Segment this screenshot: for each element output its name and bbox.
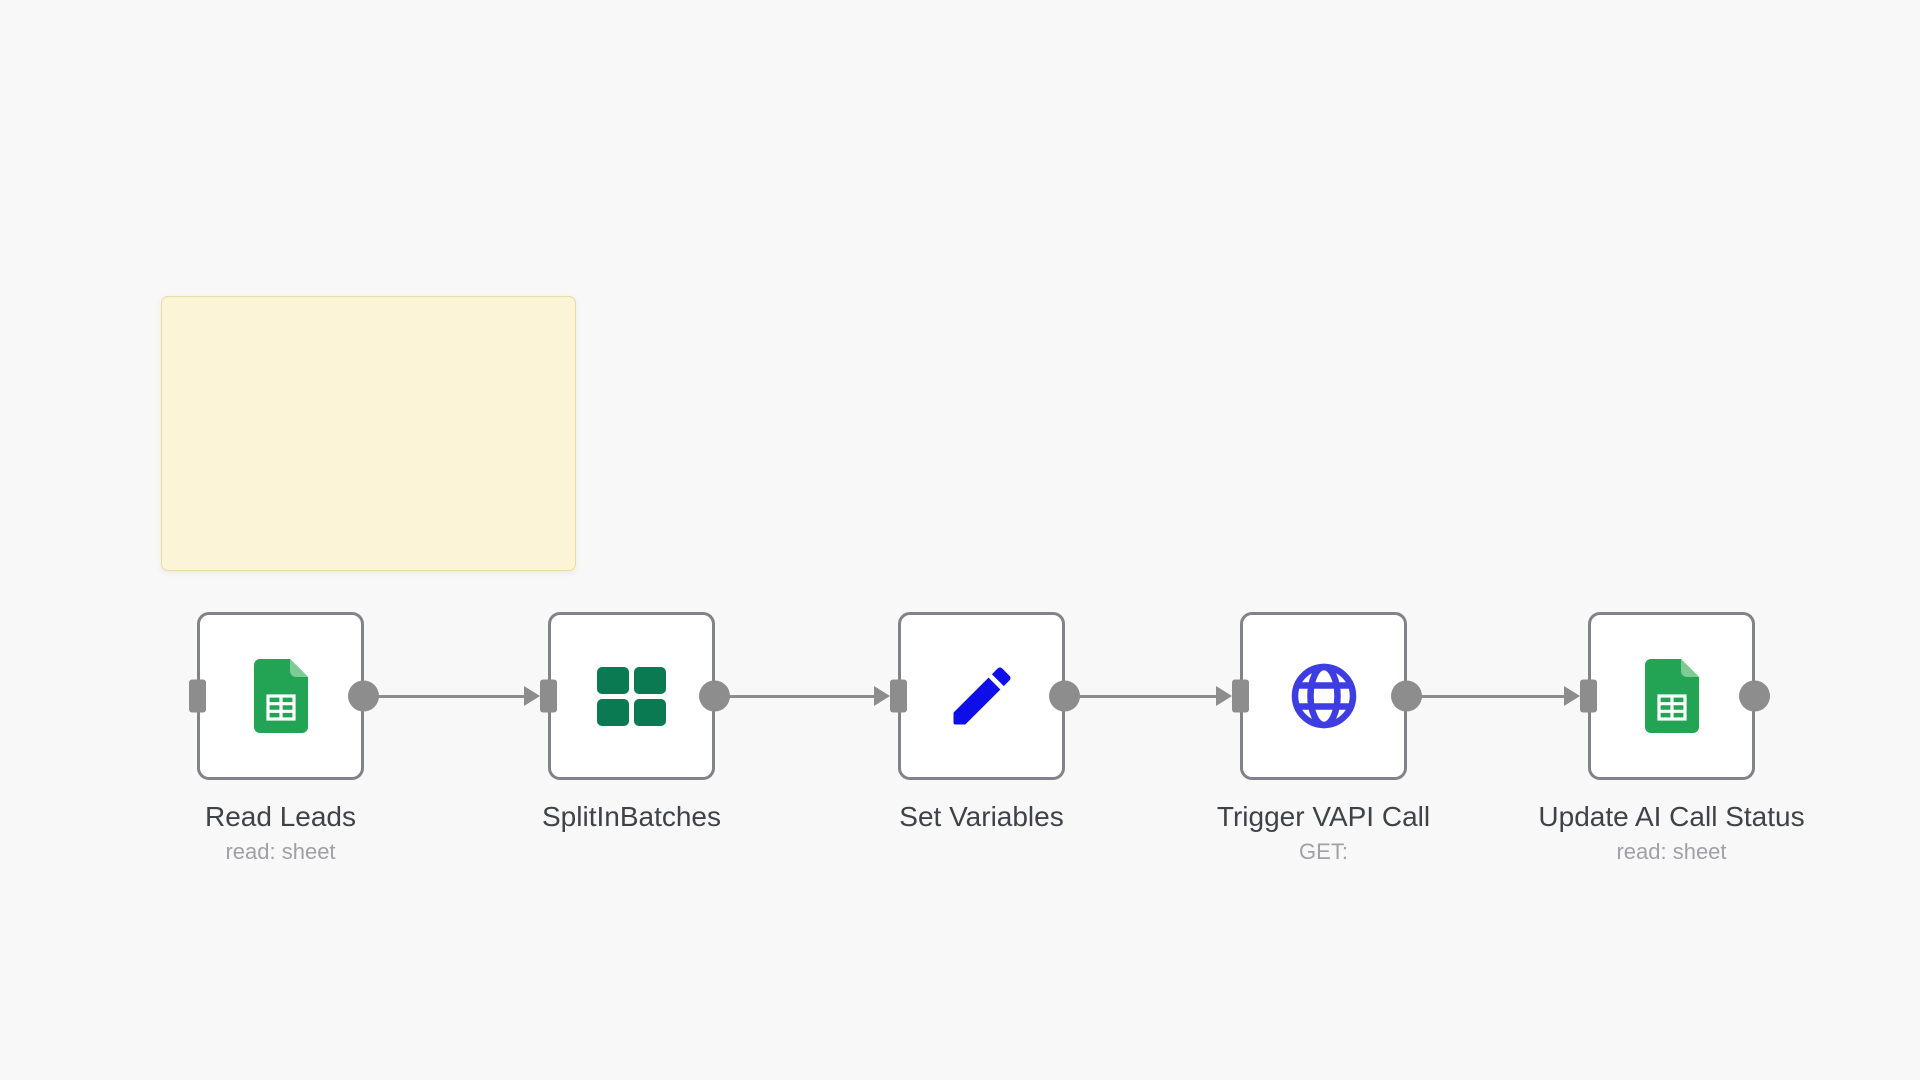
output-connector[interactable] bbox=[1049, 680, 1080, 712]
node-title: Update AI Call Status bbox=[1538, 801, 1805, 832]
node-splitinbatches[interactable] bbox=[540, 612, 730, 780]
node-group-trigger-vapi-call: Trigger VAPI Call GET: bbox=[1217, 612, 1430, 864]
output-connector[interactable] bbox=[1391, 680, 1422, 712]
arrowhead-icon bbox=[874, 686, 890, 706]
input-connector[interactable] bbox=[189, 679, 206, 713]
google-sheets-icon bbox=[1644, 659, 1699, 733]
node-label-block: SplitInBatches bbox=[542, 800, 721, 834]
node-subtitle: read: sheet bbox=[1616, 839, 1727, 864]
input-connector[interactable] bbox=[1580, 679, 1597, 713]
node-update-ai-call-status[interactable] bbox=[1580, 612, 1770, 780]
node-title: Trigger VAPI Call bbox=[1216, 801, 1431, 832]
input-connector[interactable] bbox=[540, 679, 557, 713]
node-subtitle: read: sheet bbox=[225, 839, 336, 864]
node-title: Read Leads bbox=[204, 801, 357, 832]
node-group-update-ai-call-status: Update AI Call Status read: sheet bbox=[1538, 612, 1805, 864]
connection-line bbox=[1407, 694, 1568, 698]
connection-line bbox=[1065, 694, 1220, 698]
node-title: Set Variables bbox=[899, 801, 1064, 832]
output-connector[interactable] bbox=[1739, 680, 1770, 712]
node-label-block: Read Leads read: sheet bbox=[205, 800, 356, 865]
node-label-block: Update AI Call Status read: sheet bbox=[1538, 800, 1804, 865]
google-sheets-icon bbox=[253, 659, 308, 733]
output-connector[interactable] bbox=[699, 680, 730, 712]
node-set-variables[interactable] bbox=[890, 612, 1080, 780]
node-group-read-leads: Read Leads read: sheet bbox=[189, 612, 379, 864]
node-label-block: Set Variables bbox=[899, 800, 1063, 834]
arrowhead-icon bbox=[1564, 686, 1580, 706]
input-connector[interactable] bbox=[890, 679, 907, 713]
node-trigger-vapi-call[interactable] bbox=[1232, 612, 1422, 780]
node-title: SplitInBatches bbox=[542, 801, 721, 832]
node-read-leads[interactable] bbox=[189, 612, 379, 780]
node-label-block: Trigger VAPI Call GET: bbox=[1217, 800, 1430, 865]
node-subtitle: GET: bbox=[1299, 839, 1348, 864]
connection-line bbox=[715, 694, 878, 698]
node-group-splitinbatches: SplitInBatches bbox=[540, 612, 730, 832]
output-connector[interactable] bbox=[348, 680, 379, 712]
input-connector[interactable] bbox=[1232, 679, 1249, 713]
sticky-note[interactable] bbox=[161, 296, 576, 571]
connection-line bbox=[364, 694, 528, 698]
pencil-icon bbox=[953, 667, 1011, 725]
split-in-batches-icon bbox=[597, 666, 666, 726]
globe-icon bbox=[1291, 663, 1356, 729]
arrowhead-icon bbox=[524, 686, 540, 706]
node-group-set-variables: Set Variables bbox=[890, 612, 1080, 832]
arrowhead-icon bbox=[1216, 686, 1232, 706]
